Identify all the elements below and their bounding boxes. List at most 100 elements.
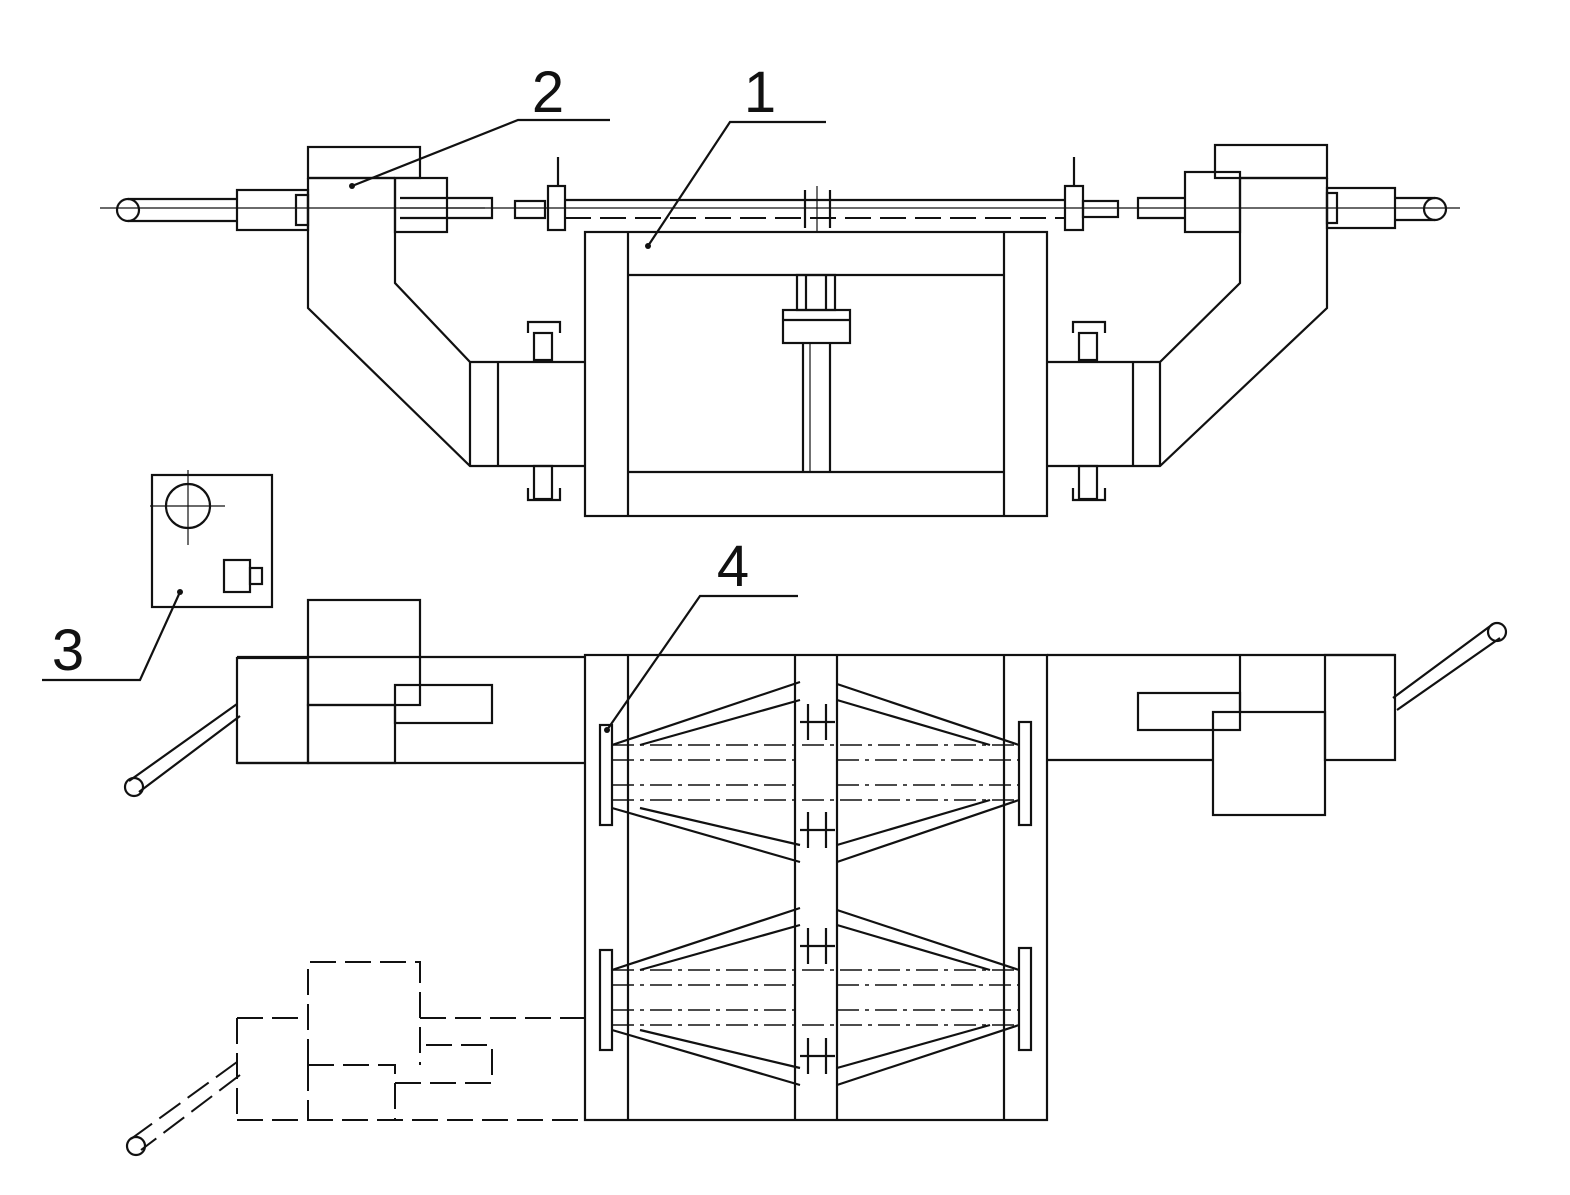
callout-leader-3 <box>42 591 182 682</box>
piston-cap-lines <box>804 275 828 310</box>
top-view <box>100 143 1460 518</box>
left-beam <box>123 598 585 798</box>
right-rod-end <box>1422 196 1448 222</box>
callout-label-1: 1 <box>744 60 776 125</box>
callout-label-4: 4 <box>717 534 749 599</box>
left-beam-slide <box>393 683 494 725</box>
clamps <box>598 720 1033 1052</box>
left-beam-upper-block <box>306 598 422 707</box>
piston-rod <box>801 343 832 472</box>
linkage-lower-right-solid <box>836 908 1020 1087</box>
callout-label-2: 2 <box>532 60 564 125</box>
right-rod-assembly <box>1325 186 1448 230</box>
linkage-upper-left-solid <box>611 680 801 864</box>
shaft-left-stub <box>513 199 547 220</box>
bolt-3 <box>800 928 835 964</box>
clamp-left-upper <box>598 723 614 827</box>
phantom-beam-rod-end <box>125 1135 147 1157</box>
control-box <box>150 470 274 609</box>
right-beam <box>1047 621 1508 817</box>
callout-dot-3 <box>177 589 183 595</box>
frame-bottom-outline <box>583 653 1049 1122</box>
clamp-left-lower <box>598 948 614 1052</box>
control-box-motor <box>222 558 252 594</box>
linkage-upper <box>611 680 1020 864</box>
central-piston <box>781 273 852 472</box>
right-arm-body <box>1047 176 1329 468</box>
right-beam-rod <box>1392 623 1501 711</box>
right-arm-clamp-box <box>1183 170 1242 234</box>
left-top-bracket-stem <box>532 331 554 362</box>
right-cylinder-step <box>1325 191 1339 225</box>
linkage-upper-left-dash <box>612 744 1019 801</box>
left-arm-clamp-box <box>393 176 449 234</box>
left-top-bracket <box>526 320 562 333</box>
left-rod-end <box>115 197 141 223</box>
left-cylinder-step <box>294 193 310 227</box>
frame-bottom-columns <box>626 655 1006 1120</box>
callouts: 2 1 3 4 <box>42 60 826 733</box>
callout-dot-2 <box>349 183 355 189</box>
left-arm <box>306 145 585 468</box>
callout-dot-4 <box>604 727 610 733</box>
callout-leader-4 <box>606 594 798 731</box>
brackets <box>526 320 1107 502</box>
clamp-right-upper <box>1017 720 1033 827</box>
right-bottom-bracket <box>1071 488 1107 502</box>
bottom-view <box>123 598 1508 1157</box>
right-beam-lower-block <box>1211 710 1327 817</box>
piston-cap <box>795 273 837 312</box>
left-beam-end-block <box>235 656 310 765</box>
right-bottom-bracket-stem <box>1077 464 1099 501</box>
right-arm <box>1047 143 1329 468</box>
right-beam-lines <box>1047 653 1395 762</box>
main-frame-top <box>583 230 1049 518</box>
left-arm-top-block <box>306 145 422 180</box>
left-beam-rod-end <box>123 776 145 798</box>
right-arm-rod-stub <box>1136 196 1185 220</box>
bolt-1 <box>800 704 835 740</box>
control-box-motor-shaft <box>248 566 264 586</box>
left-bottom-bracket <box>526 488 562 502</box>
right-beam-rod-end <box>1486 621 1508 643</box>
callout-leader-2 <box>351 118 610 188</box>
left-beam-lower-block <box>306 703 397 765</box>
linkage-upper-right-solid <box>836 682 1020 864</box>
callout-label-3: 3 <box>52 618 84 683</box>
left-arm-rod-stub <box>400 196 494 220</box>
shaft-coupling <box>803 190 832 228</box>
linkage-lower <box>611 906 1020 1087</box>
piston-block <box>781 308 852 345</box>
frame-posts <box>626 232 1006 516</box>
left-bottom-bracket-stem <box>532 464 554 501</box>
right-rod <box>1395 196 1435 222</box>
left-arm-body <box>306 176 585 468</box>
linkage-lower-right-dash <box>837 984 1019 1011</box>
center-bolts <box>800 704 835 1074</box>
shaft-right-stub <box>1081 199 1120 219</box>
phantom-beam-outline <box>236 961 585 1121</box>
control-box-outline <box>150 473 274 609</box>
right-beam-end-block <box>1323 653 1397 762</box>
left-beam-lines <box>237 655 585 765</box>
callout-dot-1 <box>645 243 651 249</box>
right-beam-slide <box>1136 691 1242 732</box>
clamp-right-lower <box>1017 946 1033 1052</box>
left-rod <box>128 197 237 223</box>
bolt-2 <box>800 812 835 848</box>
bolt-4 <box>800 1038 835 1074</box>
phantom-left-beam <box>125 961 585 1157</box>
left-beam-rod <box>128 703 241 793</box>
center-shaft <box>513 157 1120 232</box>
linkage-lower-left-dash <box>612 969 1019 1026</box>
phantom-beam-rod <box>130 1061 241 1151</box>
shaft-left-collar <box>546 184 567 232</box>
main-frame-bottom <box>583 653 1049 1122</box>
linkage-upper-right-dash <box>837 759 1019 786</box>
frame-beams <box>628 273 1004 474</box>
control-box-crosshair <box>150 470 225 545</box>
frame-outline <box>583 230 1049 518</box>
callout-leader-1 <box>647 120 826 247</box>
right-top-bracket <box>1071 320 1107 333</box>
